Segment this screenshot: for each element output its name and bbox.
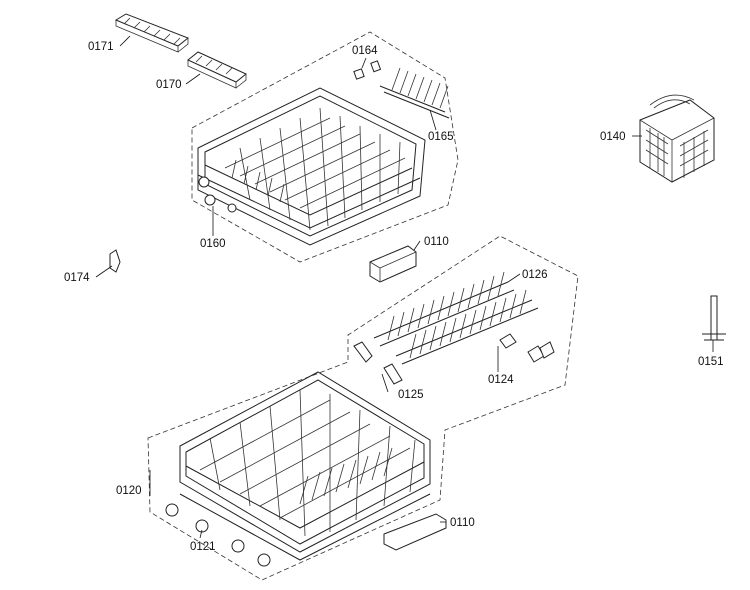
rack-adjuster-0125 (353, 341, 403, 385)
label-0126: 0126 (522, 269, 548, 281)
cup-shelf-0170 (187, 51, 247, 89)
rollers-0121 (165, 503, 271, 567)
label-0121: 0121 (190, 541, 216, 553)
label-0170: 0170 (156, 79, 182, 91)
label-0125: 0125 (398, 389, 424, 401)
part-labels: 0171 0170 0164 0165 0160 0140 0110 0126 … (64, 41, 724, 553)
lower-basket-0120 (179, 371, 431, 561)
handle-0110-bottom (383, 513, 447, 551)
label-0124: 0124 (488, 374, 514, 386)
label-0110-top: 0110 (424, 236, 449, 248)
tine-rack-0126 (373, 271, 539, 365)
handle-0110-top (369, 245, 417, 283)
cutlery-basket-0140 (639, 94, 715, 183)
clips-0124 (499, 333, 555, 363)
upper-basket-0160 (197, 87, 426, 246)
upper-group-outline (191, 31, 459, 263)
label-0110-bottom: 0110 (450, 517, 475, 529)
label-0140: 0140 (600, 131, 626, 143)
leader-lines (95, 35, 714, 539)
label-0165: 0165 (428, 131, 454, 143)
cup-shelf-0171 (114, 13, 189, 53)
label-0120: 0120 (116, 485, 142, 497)
tine-rack-0165 (379, 67, 450, 119)
clip-0174 (109, 249, 121, 273)
label-0164: 0164 (352, 45, 378, 57)
label-0174: 0174 (64, 272, 90, 284)
lower-group-outline (147, 235, 579, 581)
label-0151: 0151 (698, 356, 724, 368)
label-0160: 0160 (200, 238, 226, 250)
label-0171: 0171 (88, 41, 114, 53)
spray-tube-0151 (702, 295, 726, 341)
clip-0164 (353, 60, 382, 80)
